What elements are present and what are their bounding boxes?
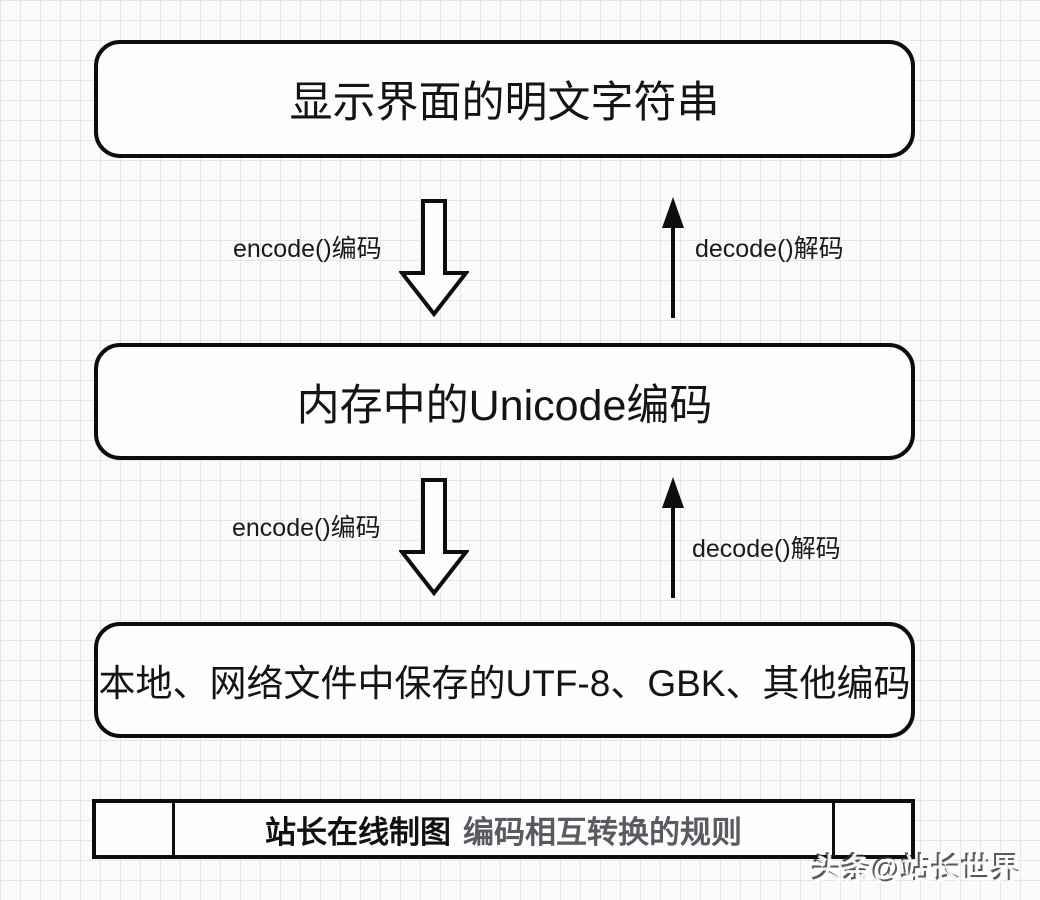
footer-bar: 站长在线制图 编码相互转换的规则 (92, 799, 915, 859)
encode-label-2: encode()编码 (232, 514, 381, 542)
watermark: 头条@站长世界 (812, 854, 1022, 886)
encode-label-1: encode()编码 (233, 235, 382, 263)
footer-left-cell (96, 803, 175, 855)
decode-label-2: decode()解码 (692, 535, 841, 563)
up-arrow-icon (662, 477, 684, 598)
node-unicode-label: 内存中的Unicode编码 (296, 381, 713, 430)
footer-title-cell: 站长在线制图 编码相互转换的规则 (175, 803, 832, 855)
up-arrow-icon (662, 197, 684, 318)
node-unicode: 内存中的Unicode编码 (94, 343, 915, 460)
footer-title: 编码相互转换的规则 (463, 814, 742, 850)
footer-brand: 站长在线制图 (265, 814, 451, 850)
footer-right-cell (832, 803, 911, 855)
down-arrow-icon (399, 478, 469, 596)
node-saved-files: 本地、网络文件中保存的UTF-8、GBK、其他编码 (94, 622, 915, 738)
decode-label-1: decode()解码 (695, 235, 844, 263)
node-saved-files-label: 本地、网络文件中保存的UTF-8、GBK、其他编码 (98, 663, 911, 704)
node-plain-text-label: 显示界面的明文字符串 (289, 79, 720, 127)
down-arrow-icon (399, 199, 469, 317)
node-plain-text: 显示界面的明文字符串 (94, 40, 915, 158)
